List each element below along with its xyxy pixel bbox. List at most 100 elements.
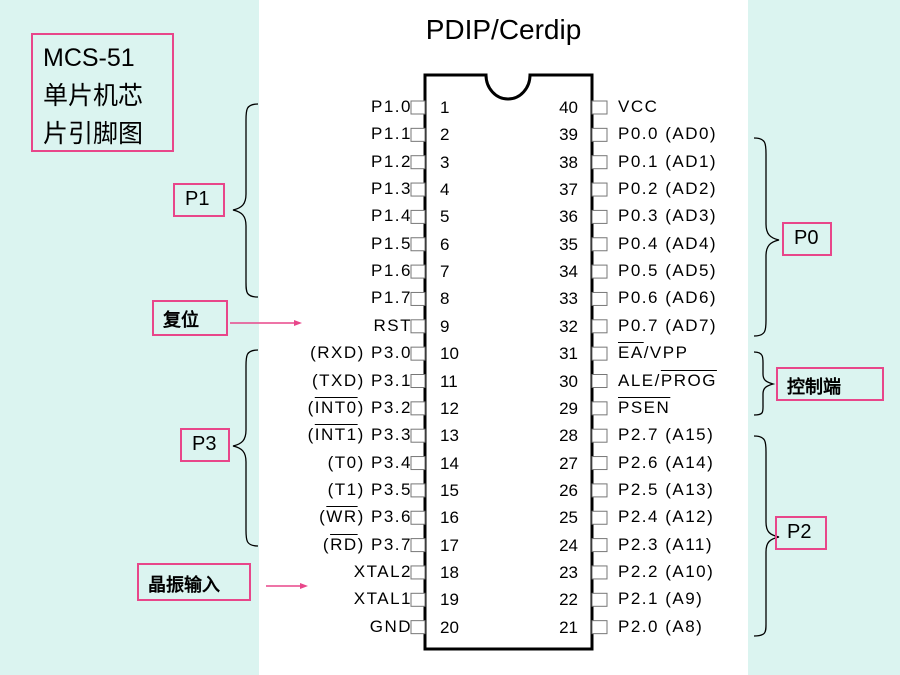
pin-label: P1.5 bbox=[371, 234, 412, 254]
pin-number: 6 bbox=[440, 234, 450, 254]
pin-7-pad bbox=[410, 264, 426, 279]
pin-number: 30 bbox=[559, 371, 578, 391]
pin-label-part: P2.4 (A12) bbox=[618, 507, 715, 527]
control-label: 控制端 bbox=[776, 367, 884, 401]
pin-label-part: P0.0 (AD0) bbox=[618, 124, 718, 144]
brace-p3 bbox=[232, 349, 259, 547]
reset-label-text: 复位 bbox=[163, 310, 199, 330]
pin-3-pad bbox=[410, 155, 426, 170]
pin-35-pad bbox=[591, 237, 608, 252]
pin-label-name: XTAL1 bbox=[353, 589, 412, 609]
pin-label: P0.4 (AD4) bbox=[618, 234, 717, 254]
pin-number: 28 bbox=[559, 426, 578, 446]
pin-label-name: P1.6 bbox=[371, 261, 412, 281]
pin-label-suffix: ) bbox=[357, 425, 372, 445]
pin-label: P1.7 bbox=[371, 288, 412, 308]
pin-number: 35 bbox=[559, 234, 578, 254]
pin-label-name: P3.3 bbox=[371, 425, 412, 445]
pin-number: 1 bbox=[440, 98, 450, 117]
brace-control bbox=[753, 351, 776, 416]
pin-label-part: P0.5 (AD5) bbox=[618, 261, 718, 281]
pin-5-pad bbox=[410, 209, 426, 224]
pin-label: (INT0) P3.2 bbox=[308, 398, 412, 418]
pin-label-part: P2.1 (A9) bbox=[618, 589, 704, 609]
pin-label-part: P2.3 (A11) bbox=[618, 534, 714, 554]
pin-label-suffix: ) bbox=[357, 507, 372, 527]
pin-number: 10 bbox=[440, 344, 459, 364]
pin-label-bar: INT0 bbox=[314, 397, 358, 417]
pin-number: 21 bbox=[559, 617, 578, 637]
pin-number: 13 bbox=[440, 426, 459, 446]
pin-label-part: P2.6 (A14) bbox=[618, 452, 715, 472]
pin-15-pad bbox=[410, 483, 426, 498]
pin-label-bar: WR bbox=[326, 507, 358, 527]
brace-p2 bbox=[753, 435, 780, 637]
title-line-1: MCS-51 bbox=[43, 44, 135, 72]
pin-33-pad bbox=[591, 291, 608, 306]
pin-label: P2.6 (A14) bbox=[618, 453, 714, 473]
pin-37-pad bbox=[591, 182, 608, 197]
pin-number: 31 bbox=[559, 344, 578, 364]
pin-number: 32 bbox=[559, 316, 578, 336]
pin-number: 39 bbox=[559, 125, 578, 145]
pin-label-part: P2.2 (A10) bbox=[618, 561, 715, 581]
pin-20-pad bbox=[410, 620, 426, 635]
pin-28-pad bbox=[591, 428, 608, 443]
pin-label: (RXD) P3.0 bbox=[310, 343, 412, 363]
pin-number: 16 bbox=[440, 508, 459, 528]
pin-label: P1.2 bbox=[371, 152, 412, 172]
pin-label-prefix: ( bbox=[319, 507, 327, 527]
reset-arrow-head bbox=[294, 320, 302, 326]
pin-label-part: P0.1 (AD1) bbox=[618, 151, 718, 171]
pin-18-pad bbox=[410, 565, 426, 580]
crystal-label: 晶振输入 bbox=[137, 563, 251, 601]
pin-label: P0.0 (AD0) bbox=[618, 124, 717, 144]
pin-label: P0.3 (AD3) bbox=[618, 206, 717, 226]
pin-label: P1.0 bbox=[371, 97, 412, 117]
pin-24-pad bbox=[591, 538, 608, 553]
pin-label-name: P3.2 bbox=[371, 397, 412, 417]
pin-25-pad bbox=[591, 510, 608, 525]
pin-label: PSEN bbox=[618, 398, 670, 418]
pin-label: P1.1 bbox=[371, 124, 412, 144]
pin-label: (INT1) P3.3 bbox=[308, 425, 412, 445]
pin-number: 14 bbox=[440, 453, 459, 473]
pin-number: 15 bbox=[440, 480, 459, 500]
pin-21-pad bbox=[591, 620, 608, 635]
pin-label-name: P1.1 bbox=[371, 124, 412, 144]
pin-label-part: VCC bbox=[618, 97, 659, 116]
pin-label: XTAL2 bbox=[354, 562, 412, 582]
pin-17-pad bbox=[410, 538, 426, 553]
chip-body bbox=[423, 73, 594, 651]
p1-label-text: P1 bbox=[185, 188, 210, 210]
p3-label: P3 bbox=[180, 428, 230, 462]
pin-label: ALE/PROG bbox=[618, 371, 717, 391]
pin-number: 8 bbox=[440, 289, 450, 309]
pin-label-name: P3.5 bbox=[371, 479, 412, 499]
title-line-3: 片引脚图 bbox=[43, 120, 144, 148]
pin-label: P1.4 bbox=[371, 206, 412, 226]
pin-label-part: P0.4 (AD4) bbox=[618, 233, 718, 253]
pin-label: P1.6 bbox=[371, 261, 412, 281]
pin-2-pad bbox=[410, 127, 426, 142]
control-label-text: 控制端 bbox=[787, 377, 841, 397]
pin-32-pad bbox=[591, 319, 608, 334]
pin-label-part: P2.0 (A8) bbox=[618, 616, 704, 636]
pin-number: 40 bbox=[559, 98, 578, 117]
pin-40-pad bbox=[591, 100, 608, 115]
reset-label: 复位 bbox=[152, 300, 228, 336]
pin-label-prefix: ( bbox=[307, 425, 315, 445]
pin-number: 33 bbox=[559, 289, 578, 309]
title-box: MCS-51 单片机芯 片引脚图 bbox=[31, 33, 174, 152]
crystal-label-text: 晶振输入 bbox=[148, 575, 220, 595]
pin-label: P0.7 (AD7) bbox=[618, 316, 717, 336]
pin-16-pad bbox=[410, 510, 426, 525]
pin-label-name: P1.7 bbox=[371, 288, 412, 308]
pin-label-name: P3.7 bbox=[371, 534, 412, 554]
pin-number: 29 bbox=[559, 398, 578, 418]
pin-label: P2.2 (A10) bbox=[618, 562, 714, 582]
pin-label-name: P3.6 bbox=[371, 507, 412, 527]
pin-number: 12 bbox=[440, 398, 459, 418]
pin-label: GND bbox=[370, 617, 412, 637]
